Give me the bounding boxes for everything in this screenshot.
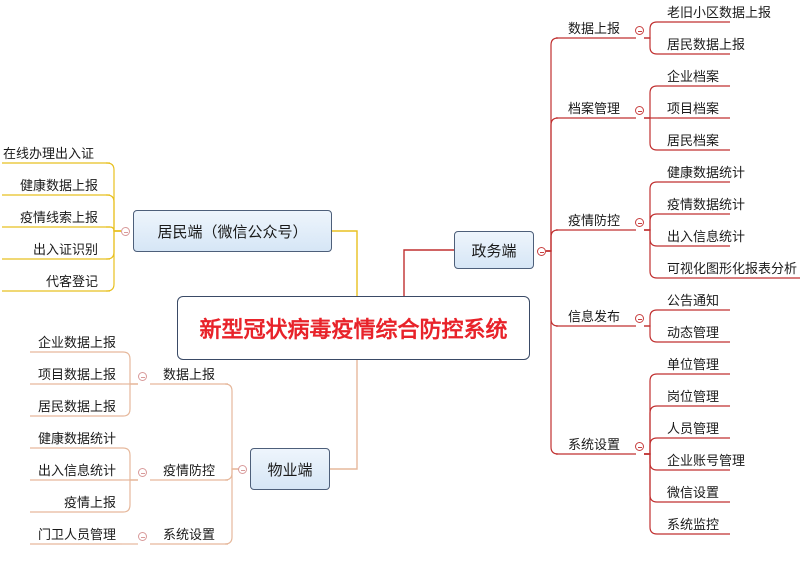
collapse-toggle-gov-info-release[interactable] [635,314,644,323]
gov-group-system-settings[interactable]: 系统设置 [568,438,621,453]
edge-gov-g2-0 [644,181,658,231]
edge-property-g0-0 [122,351,138,385]
edge-gov-g3-1 [644,325,658,343]
gov-item-system-monitor[interactable]: 系统监控 [667,518,720,533]
edge-gov-g4-0 [644,373,658,455]
edge-property-g1-2 [122,479,138,513]
edge-property-g0-2 [122,383,138,417]
gov-item-company-archive[interactable]: 企业档案 [667,70,720,85]
resident-item-0[interactable]: 在线办理出入证 [3,147,95,162]
branch-property[interactable]: 物业端 [250,448,330,490]
edge-root-resident [332,230,358,296]
edge-gov-g4-4 [644,453,658,503]
edge-property-group-0 [224,383,238,470]
gov-item-access-stats[interactable]: 出入信息统计 [667,230,746,245]
gov-item-unit-management[interactable]: 单位管理 [667,358,720,373]
edge-gov-g1-2 [644,117,658,151]
property-item-health-stats[interactable]: 健康数据统计 [37,432,116,447]
central-topic[interactable]: 新型冠状病毒疫情综合防控系统 [177,296,530,360]
edge-root-government [403,249,454,296]
gov-item-news-management[interactable]: 动态管理 [667,326,720,341]
edge-gov-g1-0 [644,85,658,119]
collapse-toggle-gov-data-report[interactable] [635,26,644,35]
property-group-epidemic-control[interactable]: 疫情防控 [163,464,216,479]
property-item-guard-management[interactable]: 门卫人员管理 [37,528,116,543]
property-item-access-stats[interactable]: 出入信息统计 [37,464,116,479]
edge-gov-g4-1 [644,405,658,455]
collapse-toggle-property-data-report[interactable] [138,372,147,381]
collapse-toggle-gov-system-settings[interactable] [635,442,644,451]
edge-resident-item-1 [106,194,121,232]
resident-item-4[interactable]: 代客登记 [45,275,98,290]
edge-gov-group-3 [546,250,559,327]
gov-item-post-management[interactable]: 岗位管理 [667,390,720,405]
edge-property-g1-0 [122,447,138,481]
edge-root-property [330,360,358,470]
gov-item-visual-report[interactable]: 可视化图形化报表分析 [667,262,798,277]
collapse-toggle-property-system-settings[interactable] [138,532,147,541]
edge-gov-group-4 [546,250,559,455]
resident-item-3[interactable]: 出入证识别 [32,243,98,258]
collapse-toggle-property-epidemic-control[interactable] [138,468,147,477]
collapse-toggle-resident[interactable] [121,227,130,236]
edge-gov-g2-2 [644,229,658,247]
collapse-toggle-gov-epidemic-control[interactable] [635,218,644,227]
gov-item-resident-archive[interactable]: 居民档案 [667,134,720,149]
edge-gov-g4-2 [644,437,658,455]
property-group-data-report[interactable]: 数据上报 [163,368,216,383]
gov-item-announcement[interactable]: 公告通知 [667,294,720,309]
edge-gov-g0-1 [644,37,658,55]
gov-item-project-archive[interactable]: 项目档案 [667,102,720,117]
gov-item-health-stats[interactable]: 健康数据统计 [667,166,746,181]
edge-gov-g2-1 [644,213,658,231]
edge-gov-group-1 [546,117,559,252]
branch-resident[interactable]: 居民端（微信公众号） [133,210,332,252]
resident-item-1[interactable]: 健康数据上报 [19,179,98,194]
property-item-company-data[interactable]: 企业数据上报 [37,336,116,351]
gov-group-archive[interactable]: 档案管理 [568,102,621,117]
edge-gov-g3-0 [644,309,658,327]
edge-gov-g2-3 [644,229,658,279]
collapse-toggle-property[interactable] [238,465,247,474]
property-item-resident-data[interactable]: 居民数据上报 [37,400,116,415]
gov-group-data-report[interactable]: 数据上报 [568,22,621,37]
collapse-toggle-gov-archive[interactable] [635,106,644,115]
edge-gov-g0-0 [644,21,658,39]
branch-government[interactable]: 政务端 [454,231,534,269]
resident-item-2[interactable]: 疫情线索上报 [19,211,98,226]
property-item-project-data[interactable]: 项目数据上报 [37,368,116,383]
gov-group-epidemic-control[interactable]: 疫情防控 [568,214,621,229]
collapse-toggle-government[interactable] [537,247,546,256]
property-group-system-settings[interactable]: 系统设置 [163,528,216,543]
edge-gov-g4-3 [644,453,658,471]
edge-gov-group-0 [546,37,559,252]
gov-item-company-account[interactable]: 企业账号管理 [667,454,746,469]
gov-item-old-community-data[interactable]: 老旧小区数据上报 [667,6,772,21]
gov-item-resident-data[interactable]: 居民数据上报 [667,38,746,53]
edge-gov-group-2 [546,229,559,252]
edge-gov-g4-5 [644,453,658,535]
edge-resident-item-4 [106,230,121,292]
gov-item-staff-management[interactable]: 人员管理 [667,422,720,437]
gov-group-info-release[interactable]: 信息发布 [568,310,621,325]
gov-item-wechat-settings[interactable]: 微信设置 [667,486,720,501]
property-item-epidemic-report[interactable]: 疫情上报 [63,496,116,511]
gov-item-epidemic-stats[interactable]: 疫情数据统计 [667,198,746,213]
